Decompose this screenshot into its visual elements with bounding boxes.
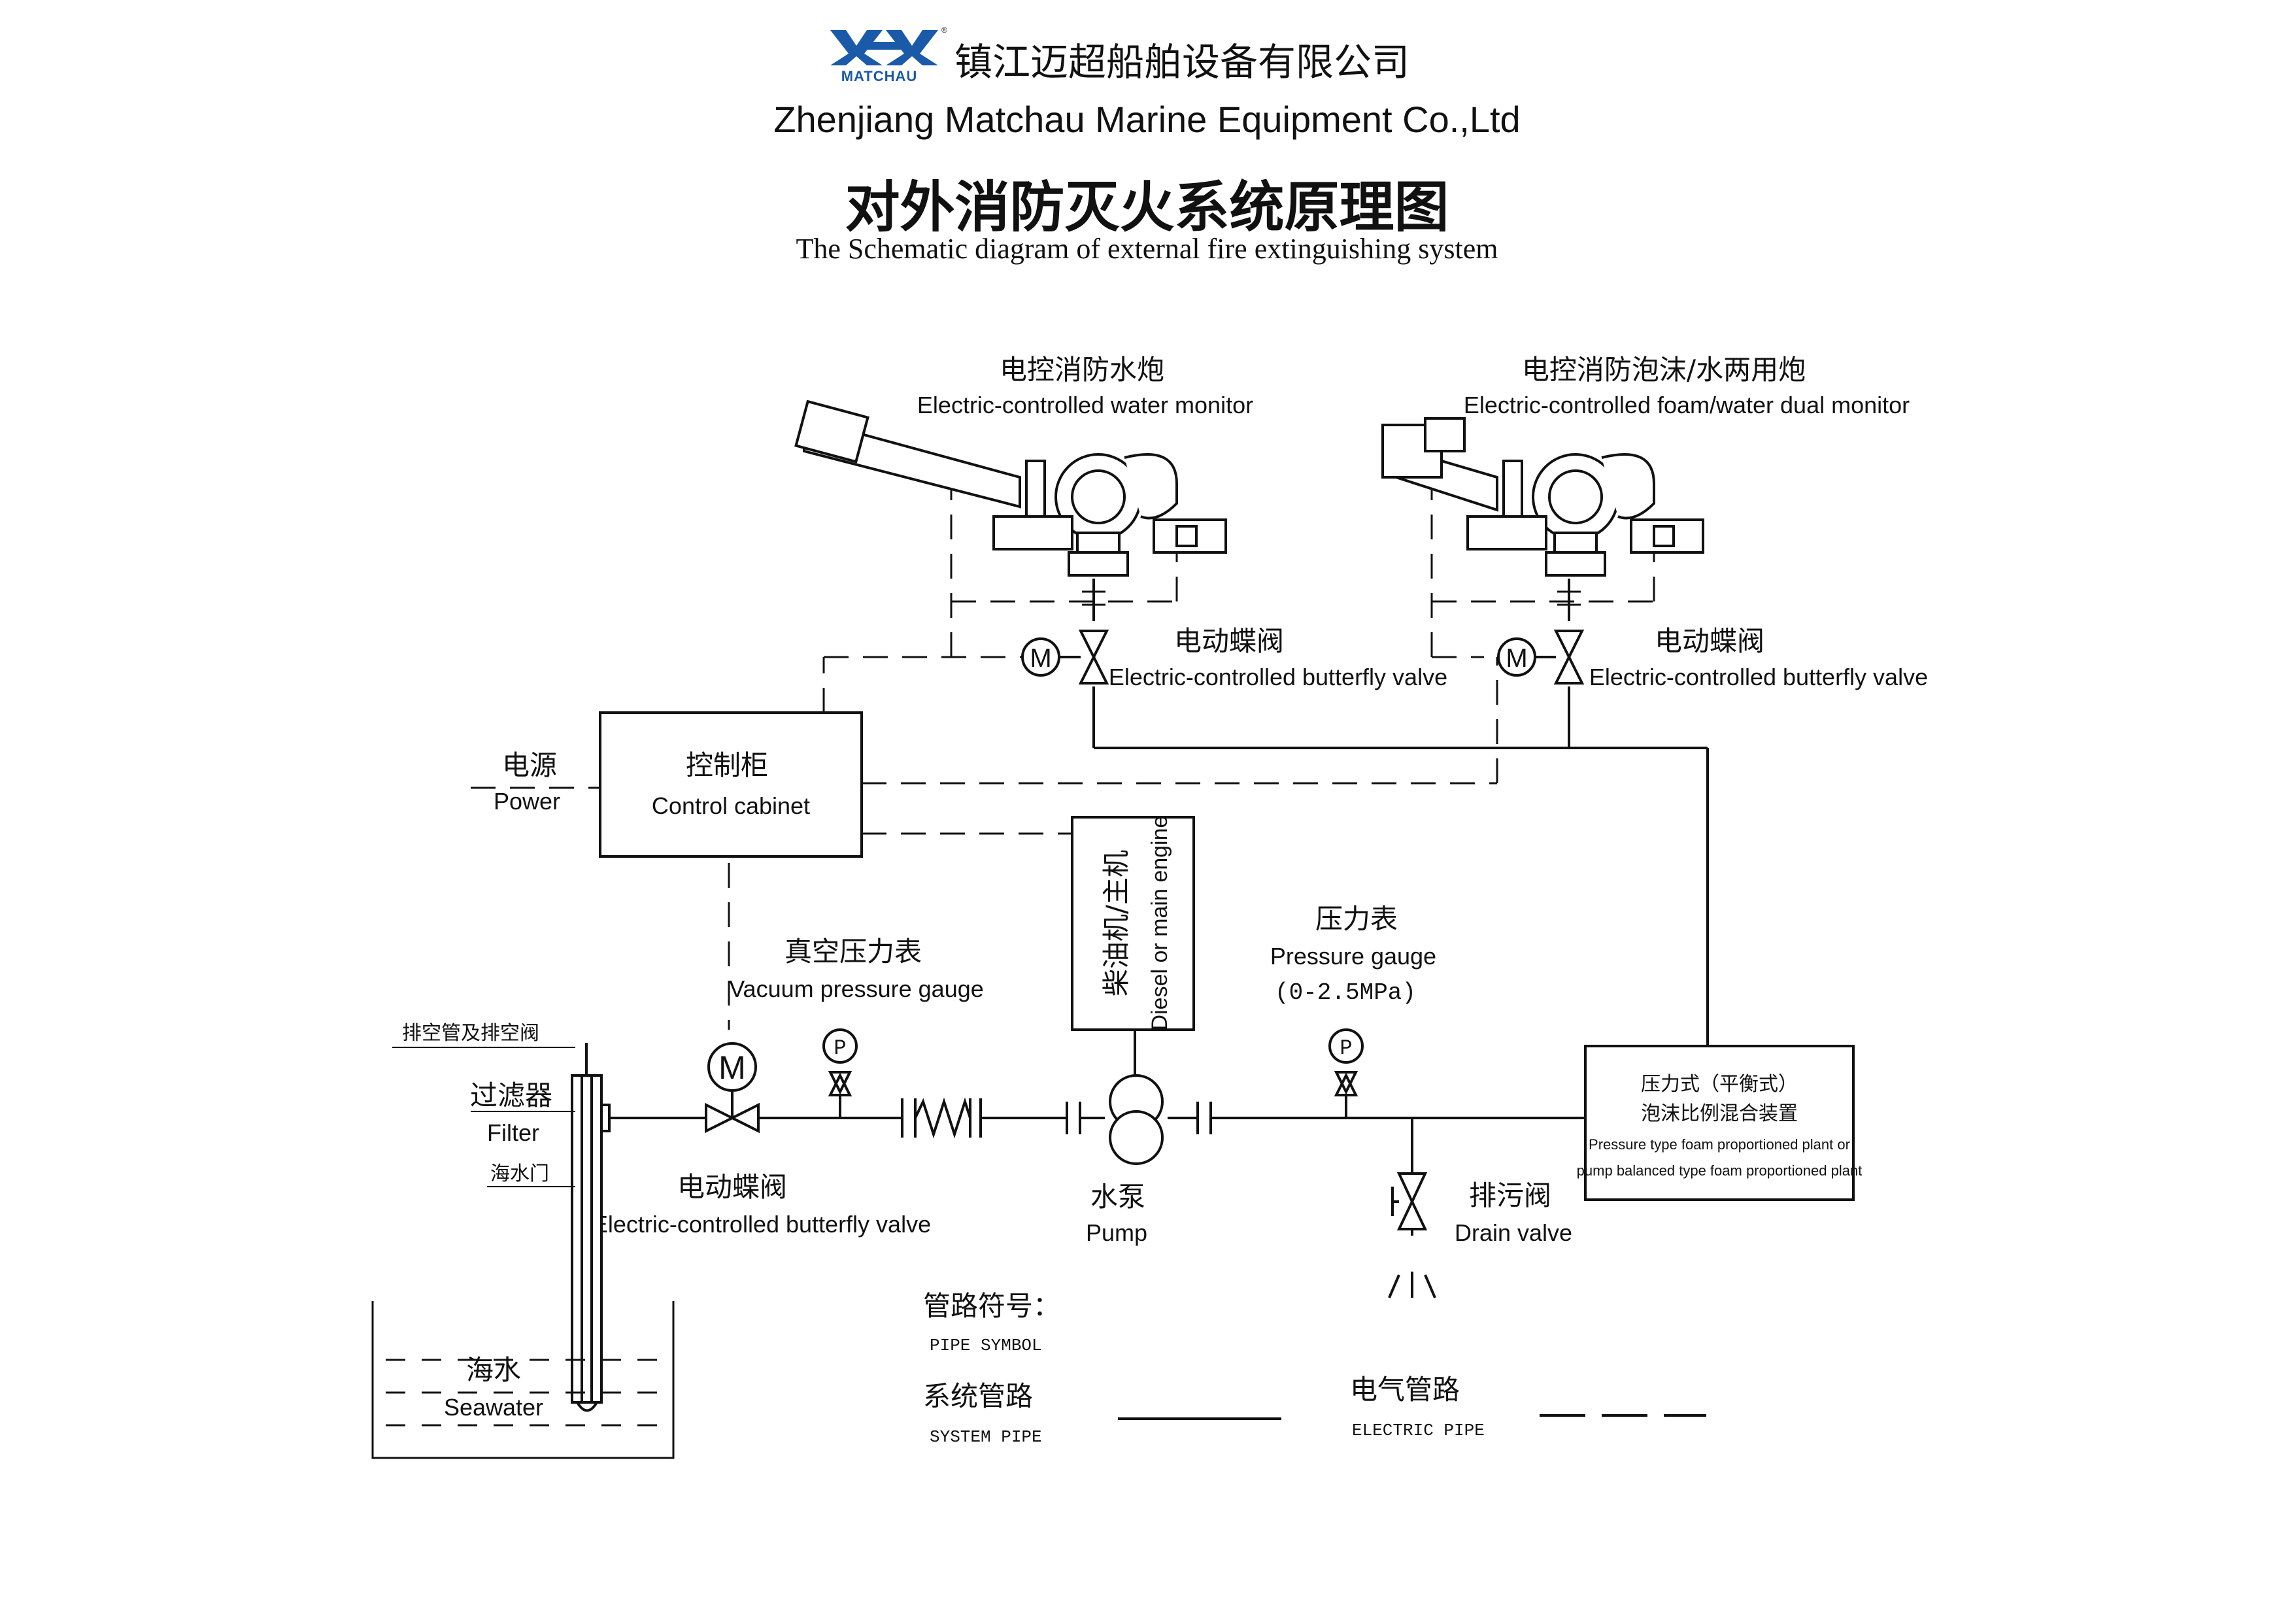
sea-chest-cn: 海水门 <box>490 1162 549 1185</box>
title-en: The Schematic diagram of external fire e… <box>796 233 1498 265</box>
dual-monitor-cn: 电控消防泡沫/水两用炮 <box>1522 354 1806 386</box>
legend-system-cn: 系统管路 <box>923 1380 1033 1412</box>
flexible-joint <box>901 1097 982 1139</box>
seawater-en: Seawater <box>444 1394 543 1421</box>
valve-1-motor <box>1021 637 1060 677</box>
foam-plant-en2: pump balanced type foam proportioned pla… <box>1577 1162 1863 1179</box>
company-logo: ® <box>830 25 947 65</box>
header: ® MATCHAU 镇江迈超船舶设备有限公司 Zhenjiang Matchau… <box>0 0 2294 275</box>
drain-valve-cn: 排污阀 <box>1469 1179 1551 1211</box>
power-en: Power <box>494 788 560 815</box>
vacuum-gauge-symbol <box>822 1028 858 1096</box>
filter-en: Filter <box>487 1119 539 1146</box>
title-cn: 对外消防灭火系统原理图 <box>845 175 1449 239</box>
pipe-legend: 管路符号： PIPE SYMBOL 系统管路 SYSTEM PIPE 电气管路 … <box>923 1290 1706 1447</box>
water-monitor <box>794 399 1227 577</box>
control-cabinet-cn: 控制柜 <box>686 749 768 781</box>
engine-box <box>1071 816 1195 1031</box>
company-name-cn: 镇江迈超船舶设备有限公司 <box>954 40 1410 84</box>
svg-text:®: ® <box>941 25 947 35</box>
inlet-valve-motor: M <box>718 1049 746 1086</box>
vent-cn: 排空管及排空阀 <box>402 1022 539 1045</box>
legend-title-en: PIPE SYMBOL <box>930 1336 1042 1355</box>
water-monitor-cn: 电控消防水炮 <box>1000 354 1164 386</box>
vacuum-gauge-cn: 真空压力表 <box>784 936 922 968</box>
butterfly-valve-2-cn: 电动蝶阀 <box>1655 625 1764 657</box>
legend-system-en: SYSTEM PIPE <box>930 1427 1042 1447</box>
foam-plant-cn2: 泡沫比例混合装置 <box>1641 1102 1798 1125</box>
pump-cn: 水泵 <box>1090 1181 1145 1213</box>
engine-cn: 柴油机/主机 <box>1100 850 1132 996</box>
water-monitor-en: Electric-controlled water monitor <box>917 392 1253 418</box>
seawater-tank <box>371 1301 675 1459</box>
company-name-en: Zhenjiang Matchau Marine Equipment Co.,L… <box>773 99 1521 140</box>
pressure-gauge-range: (0-2.5MPa) <box>1275 979 1416 1006</box>
inlet-butterfly-valve <box>705 1042 760 1134</box>
valve-2-motor <box>1497 637 1536 677</box>
dual-monitor-en: Electric-controlled foam/water dual moni… <box>1464 392 1910 418</box>
filter-sea-chest <box>571 1043 611 1412</box>
vacuum-gauge-p: P <box>834 1036 846 1060</box>
butterfly-valve-1 <box>1079 630 1108 685</box>
logo-text: MATCHAU <box>841 68 918 84</box>
vacuum-gauge-en: Vacuum pressure gauge <box>729 975 984 1002</box>
legend-electric-en: ELECTRIC PIPE <box>1352 1421 1485 1440</box>
control-cabinet-box <box>599 711 863 858</box>
pressure-gauge-p: P <box>1340 1036 1352 1060</box>
drain-valve-en: Drain valve <box>1455 1219 1572 1246</box>
inlet-valve-en: Electric-controlled butterfly valve <box>592 1211 931 1238</box>
pump-symbol <box>1066 1072 1212 1165</box>
foam-plant-box <box>1584 1045 1855 1201</box>
butterfly-valve-2-en: Electric-controlled butterfly valve <box>1589 664 1928 690</box>
engine-en: Diesel or main engine <box>1147 816 1172 1031</box>
pressure-gauge-cn: 压力表 <box>1315 903 1398 935</box>
legend-title-cn: 管路符号： <box>923 1290 1060 1322</box>
foam-plant-en1: Pressure type foam proportioned plant or <box>1589 1136 1850 1153</box>
butterfly-valve-2 <box>1555 630 1583 685</box>
butterfly-valve-1-cn: 电动蝶阀 <box>1174 625 1284 657</box>
drain-valve-symbol <box>1388 1172 1436 1298</box>
inlet-valve-cn: 电动蝶阀 <box>677 1171 787 1203</box>
control-cabinet-en: Control cabinet <box>652 792 810 819</box>
butterfly-valve-1-en: Electric-controlled butterfly valve <box>1109 664 1447 690</box>
pump-en: Pump <box>1086 1219 1147 1246</box>
dual-monitor <box>1381 417 1704 577</box>
filter-cn: 过滤器 <box>470 1079 552 1111</box>
system-pipes <box>605 579 1709 1236</box>
pressure-gauge-en: Pressure gauge <box>1270 943 1436 970</box>
valve-1-motor-label: M <box>1030 644 1051 673</box>
power-cn: 电源 <box>502 749 557 781</box>
pressure-gauge-symbol <box>1328 1028 1364 1096</box>
legend-electric-cn: 电气管路 <box>1350 1374 1460 1406</box>
valve-2-motor-label: M <box>1506 644 1527 673</box>
foam-plant-cn1: 压力式（平衡式） <box>1641 1073 1798 1096</box>
seawater-cn: 海水 <box>466 1354 521 1386</box>
